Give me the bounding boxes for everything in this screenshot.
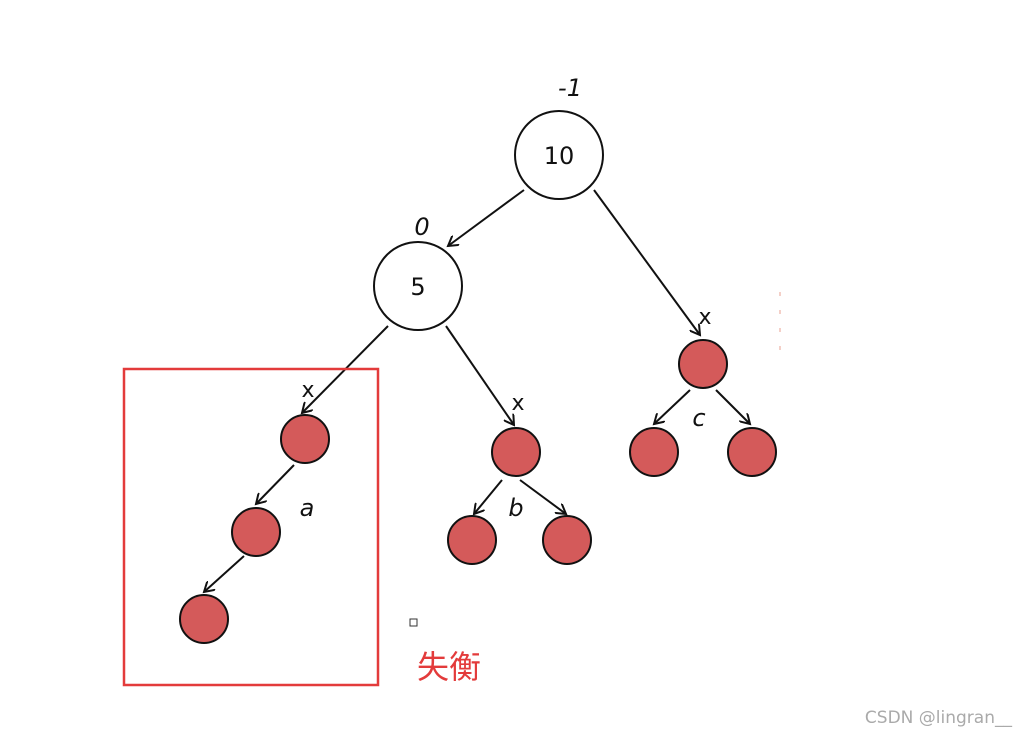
subtree-a-node-1: [280, 414, 330, 464]
unbalanced-highlight-box: [122, 367, 380, 687]
subtree-c-root: [678, 339, 728, 389]
subtree-label-a: a: [300, 494, 315, 522]
insert-mark-c: x: [698, 305, 711, 330]
edge-b-right: [519, 479, 566, 514]
subtree-a-node-3: [179, 594, 229, 644]
node-5-value: 5: [410, 273, 425, 301]
subtree-c-right: [727, 427, 777, 477]
edge-10-to-5: [448, 189, 525, 246]
node-10: [514, 110, 604, 200]
edge-b-left: [474, 479, 503, 514]
edge-10-to-c: [593, 189, 700, 335]
node-10-balance-factor: -1: [558, 74, 582, 102]
subtree-label-b: b: [508, 494, 523, 522]
subtree-a-node-2: [231, 507, 281, 557]
insert-mark-b: x: [511, 391, 524, 416]
edge-c-right: [715, 389, 750, 424]
subtree-label-c: c: [692, 404, 705, 432]
edge-a1-to-a2: [256, 464, 295, 504]
node-5-balance-factor: 0: [414, 213, 429, 241]
subtree-b-root: [491, 427, 541, 477]
edge-c-left: [654, 389, 691, 424]
subtree-b-right: [542, 515, 592, 565]
small-square-mark: [409, 618, 418, 627]
edge-a2-to-a3: [204, 555, 245, 592]
subtree-c-left: [629, 427, 679, 477]
subtree-b-left: [447, 515, 497, 565]
unbalanced-label: 失衡: [417, 648, 481, 686]
watermark: CSDN @lingran__: [865, 708, 1013, 728]
insert-mark-a: x: [301, 378, 314, 403]
edge-5-to-b: [445, 325, 514, 425]
node-10-value: 10: [544, 142, 575, 170]
node-5: [373, 241, 463, 331]
